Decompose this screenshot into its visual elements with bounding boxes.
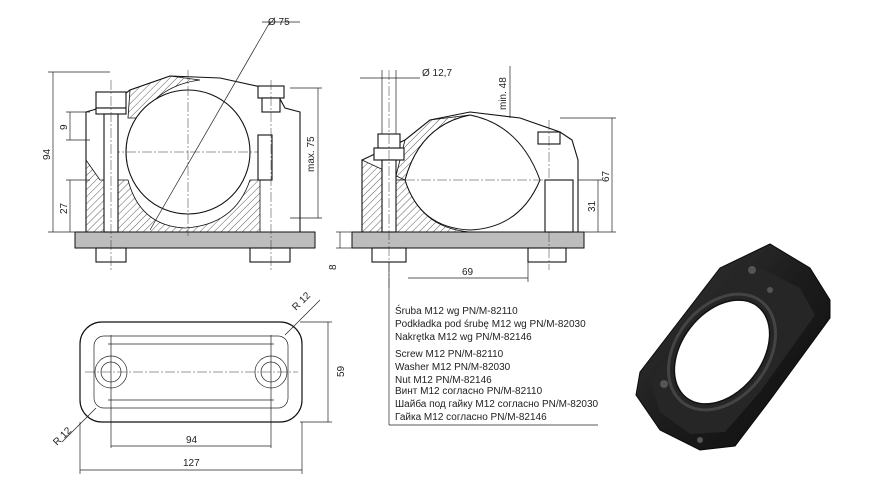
note-pl-nut: Nakrętka M12 wg PN/M-82146 <box>395 332 532 343</box>
dim-pipe-diameter: Ø 75 <box>268 17 290 28</box>
dim-height-67: 67 <box>601 170 612 182</box>
dim-bolt-diameter: Ø 12,7 <box>422 68 452 79</box>
dim-max-75: max. 75 <box>306 136 317 172</box>
dim-height-59: 59 <box>336 365 347 377</box>
front-bolt-head-right <box>249 247 291 263</box>
dim-height-9: 9 <box>59 124 70 130</box>
dim-width-69: 69 <box>462 267 474 278</box>
dim-height-31: 31 <box>587 200 598 212</box>
note-ru-washer: Шайба под гайку M12 согласно PN/M-82030 <box>395 398 599 410</box>
note-pl-washer: Podkładka pod śrubę M12 wg PN/M-82030 <box>395 319 586 330</box>
clamp-3d-render <box>635 243 831 451</box>
dim-height-8: 8 <box>328 264 339 270</box>
dim-radius-bottom: R 12 <box>51 425 74 448</box>
top-outline <box>79 321 303 423</box>
note-ru-screw: Винт M12 согласно PN/M-82110 <box>395 386 543 397</box>
dim-min-48: min. 48 <box>498 77 509 110</box>
notes-block: Śruba M12 wg PN/M-82110 Podkładka pod śr… <box>395 304 599 423</box>
note-ru-nut: Гайка M12 согласно PN/M-82146 <box>395 412 547 423</box>
side-view: Ø 12,7 min. 48 67 31 8 69 <box>328 66 616 426</box>
note-en-nut: Nut M12 PN/M-82146 <box>395 375 492 386</box>
dim-height-94: 94 <box>42 148 53 160</box>
top-view: R 12 R 12 59 94 127 <box>51 290 347 474</box>
dim-width-127: 127 <box>183 458 200 469</box>
front-hatch-lower <box>85 158 261 233</box>
note-en-washer: Washer M12 PN/M-82030 <box>395 362 511 373</box>
dim-width-94: 94 <box>186 435 198 446</box>
front-view: Ø 75 94 9 27 max. 75 <box>42 17 322 270</box>
note-pl-screw: Śruba M12 wg PN/M-82110 <box>395 304 518 317</box>
dim-height-27: 27 <box>59 202 70 214</box>
note-en-screw: Screw M12 PN/M-82110 <box>395 349 504 360</box>
